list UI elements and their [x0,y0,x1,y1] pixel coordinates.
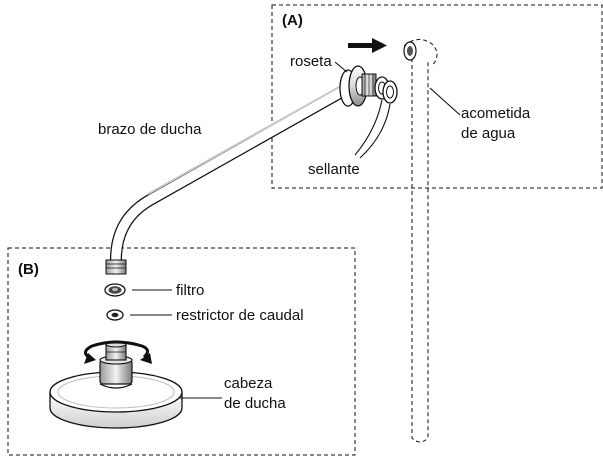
panel-b-frame [7,247,356,456]
filter-part [104,283,126,297]
panel-b-title: (B) [18,261,39,278]
sealant-rings [374,76,398,104]
label-restrictor: restrictor de caudal [176,307,304,324]
water-supply-pipe [403,39,438,443]
label-cabeza-1: cabeza [224,375,273,392]
label-roseta: roseta [290,53,332,70]
label-acometida-1: acometida [461,105,531,122]
flow-restrictor-part [106,309,124,321]
insert-arrow [348,38,387,53]
shower-head [49,340,183,429]
label-sellante: sellante [308,161,360,178]
label-acometida-2: de agua [461,125,516,142]
roseta-flange [339,65,377,107]
shower-arm [105,84,348,275]
label-cabeza-2: de ducha [224,395,286,412]
panel-a-frame [271,4,603,189]
label-brazo: brazo de ducha [98,121,202,138]
label-filtro: filtro [176,282,204,299]
panel-a-title: (A) [282,12,303,29]
